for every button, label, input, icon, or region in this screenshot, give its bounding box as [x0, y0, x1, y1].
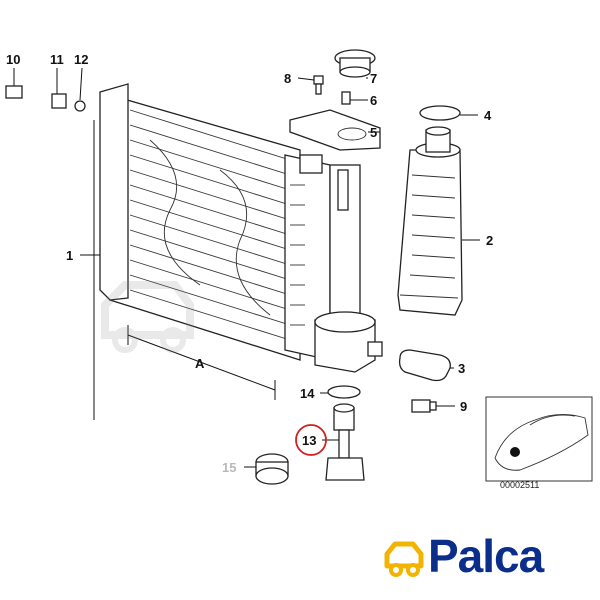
- callout-10: 10: [6, 52, 20, 67]
- drain-plug-part-9: [411, 399, 437, 413]
- palca-car-icon: [384, 541, 424, 577]
- palca-logo: Palca: [383, 528, 579, 584]
- watermark-logo: [101, 281, 194, 353]
- callout-11: 11: [50, 52, 64, 67]
- callout-3: 3: [458, 361, 465, 376]
- temperature-switch-part-13: [325, 403, 365, 481]
- figure-code: 00002511: [500, 480, 540, 490]
- dimension-label: A: [195, 356, 205, 371]
- callout-15: 15: [222, 460, 236, 475]
- callout-4: 4: [484, 108, 492, 123]
- callout-7: 7: [370, 71, 377, 86]
- palca-brand-text: Palca: [428, 530, 544, 582]
- callout-1: 1: [66, 248, 73, 263]
- radiator-core: [99, 83, 301, 361]
- screw-part-6: [341, 91, 351, 105]
- sensor-part-10: [5, 85, 23, 99]
- screw-part-8: [313, 75, 324, 95]
- bracket-part-5: [289, 109, 381, 151]
- washer-part-12: [74, 100, 86, 112]
- callout-5: 5: [370, 125, 377, 140]
- callout-13: 13: [302, 433, 316, 448]
- callout-9: 9: [460, 399, 467, 414]
- callout-6: 6: [370, 93, 377, 108]
- inset-vehicle-location: [485, 396, 593, 482]
- callout-12: 12: [74, 52, 88, 67]
- o-ring-part-14: [327, 385, 361, 399]
- filler-cap-part-7: [334, 49, 376, 78]
- sensor-part-11: [51, 93, 67, 109]
- callout-8: 8: [284, 71, 291, 86]
- callout-2: 2: [486, 233, 493, 248]
- nut-part-15: [255, 453, 289, 485]
- highlight-circle-13: [295, 424, 327, 456]
- callout-14: 14: [300, 386, 315, 401]
- expansion-tank: [397, 126, 463, 316]
- o-ring-part-4: [419, 105, 461, 121]
- leader-lines: [13, 67, 480, 468]
- gasket-part-3: [398, 349, 451, 382]
- radiator-outlet-housing: [314, 311, 383, 373]
